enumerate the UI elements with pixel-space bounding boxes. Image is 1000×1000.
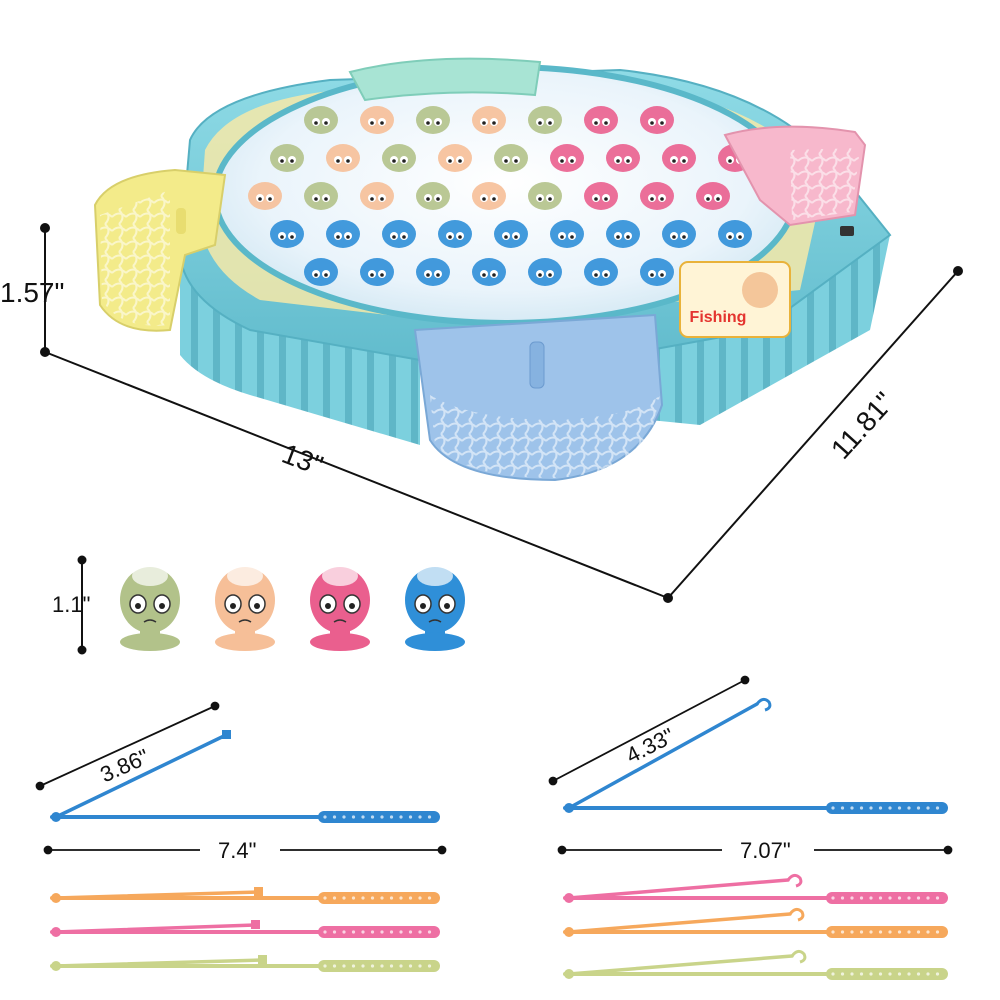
fishing-rod-icon	[563, 697, 948, 814]
board-label-badge: Fishing	[679, 261, 791, 338]
pond-fish-icon	[326, 220, 360, 248]
fish-toy-icon	[120, 566, 180, 651]
fish-height-dimension	[77, 555, 87, 655]
pond-fish-icon	[472, 258, 506, 286]
pond-fish-icon	[662, 144, 696, 172]
fishing-rod-icon	[50, 920, 440, 938]
pond-fish-icon	[438, 144, 472, 172]
board-depth-label: 11.81"	[825, 386, 900, 465]
cup-yellow-lattice	[100, 190, 170, 326]
board-label-text: Fishing	[690, 309, 747, 326]
pond-fish-icon	[528, 258, 562, 286]
power-switch	[840, 226, 854, 236]
pond-fish-icon	[640, 106, 674, 134]
pond-fish-icon	[248, 182, 282, 210]
long-rod-length-label: 7.07"	[740, 838, 791, 863]
pond-fish-icon	[584, 106, 618, 134]
pond-fish-icon	[472, 106, 506, 134]
pond-fish-icon	[360, 106, 394, 134]
rods-short-set	[50, 730, 440, 972]
pond-fish-icon	[270, 220, 304, 248]
cup-pink-lattice	[790, 148, 860, 220]
pond-fish-icon	[606, 220, 640, 248]
cup-mint	[348, 57, 542, 102]
cup-blue-lattice	[430, 395, 660, 478]
fishing-game-board: Fishing	[93, 57, 892, 482]
short-rod-length-label: 7.4"	[218, 838, 256, 863]
cup-blue-peg	[529, 341, 545, 389]
pond-fish-icon	[584, 258, 618, 286]
label-bg-7-07	[722, 835, 814, 865]
pond-fish-icon	[438, 220, 472, 248]
fishing-rod-icon	[563, 949, 948, 980]
label-bg-7-4	[200, 835, 280, 865]
pond-fish-icon	[416, 258, 450, 286]
pond-fish-icon	[584, 182, 618, 210]
fish-height-label: 1.1"	[52, 592, 90, 617]
fish-toy-row	[120, 566, 465, 651]
pond-fish-icon	[382, 144, 416, 172]
fishing-rod-icon	[563, 907, 948, 938]
pond-fish-icon	[270, 144, 304, 172]
board-dimensions	[40, 223, 963, 603]
pond-fish-icon	[640, 258, 674, 286]
rods-long-set	[563, 697, 948, 980]
pond-fish-icon	[696, 182, 730, 210]
pond-fish-icon	[326, 144, 360, 172]
pond-fish-icon	[416, 182, 450, 210]
fish-toy-icon	[310, 566, 370, 651]
pond-fish-icon	[494, 220, 528, 248]
fish-toy-icon	[405, 566, 465, 651]
board-height-label: 1.57"	[0, 277, 64, 308]
cup-yellow-peg	[176, 208, 186, 234]
pond-fish-icon	[304, 106, 338, 134]
pond-fish-icon	[606, 144, 640, 172]
pond-fish-icon	[382, 220, 416, 248]
fishing-rod-icon	[50, 955, 440, 972]
pond-fish-icon	[718, 220, 752, 248]
fishing-rod-icon	[50, 730, 440, 823]
pond-fish-icon	[304, 182, 338, 210]
rod-dimensions	[35, 675, 953, 855]
short-rod-line-label: 3.86"	[96, 744, 152, 787]
pond-fish-icon	[550, 220, 584, 248]
pond-fish-icon	[550, 144, 584, 172]
pond-fish-icon	[304, 258, 338, 286]
pond-fish-icon	[360, 258, 394, 286]
pond-fish-icon	[640, 182, 674, 210]
board-width-label: 13"	[278, 438, 327, 482]
pond-fish-icon	[360, 182, 394, 210]
fish-toy-icon	[215, 566, 275, 651]
pond-fish-icon	[494, 144, 528, 172]
pond-fish-icon	[472, 182, 506, 210]
pond-fish-icon	[416, 106, 450, 134]
fishing-rod-icon	[50, 887, 440, 904]
fishing-rod-icon	[563, 873, 948, 904]
pond-fish-icon	[662, 220, 696, 248]
pond-fish-icon	[528, 182, 562, 210]
pond-fish-icon	[528, 106, 562, 134]
